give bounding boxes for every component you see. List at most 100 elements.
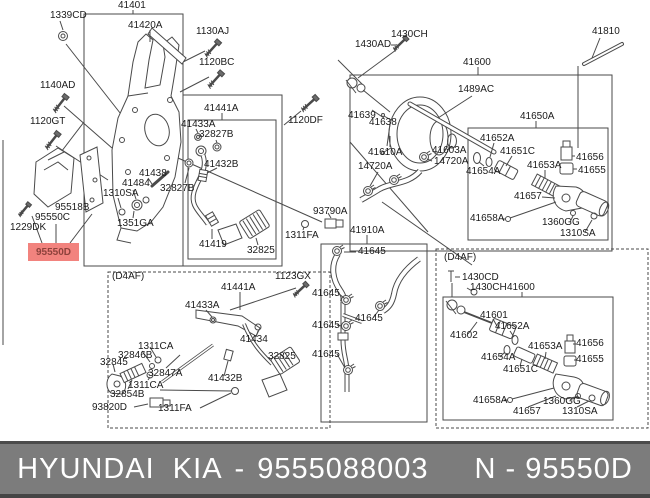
part-label-41645: 41645 bbox=[358, 246, 386, 257]
part-label-41645: 41645 bbox=[312, 288, 340, 299]
part-label-1120bc: 1120BC bbox=[199, 57, 235, 68]
box-41600-d4af bbox=[443, 297, 613, 420]
banner-separator: - bbox=[234, 452, 246, 485]
master-cyl-parts-drawing bbox=[474, 141, 611, 232]
diagram-artwork bbox=[0, 0, 650, 441]
part-label-32847a: 32847A bbox=[148, 368, 183, 379]
middle-hardware-drawing bbox=[118, 172, 168, 218]
part-label-41438: 41438 bbox=[139, 168, 167, 179]
part-label-93820d: 93820D bbox=[92, 402, 128, 413]
part-label-32846b: 32846B bbox=[118, 350, 153, 361]
part-label-41651c: 41651C bbox=[503, 364, 539, 375]
part-label-41602: 41602 bbox=[450, 330, 478, 341]
part-label-1140ad: 1140AD bbox=[40, 80, 76, 91]
part-label-41434: 41434 bbox=[240, 334, 268, 345]
part-label-41645: 41645 bbox=[312, 349, 340, 360]
part-label-1489ac: 1489AC bbox=[458, 84, 495, 95]
part-label-41432b: 41432B bbox=[204, 159, 239, 170]
highlighted-part-code[interactable]: 95550D bbox=[28, 243, 79, 261]
part-label-1310sa: 1310SA bbox=[560, 228, 596, 239]
part-label-41650a: 41650A bbox=[520, 111, 555, 122]
part-label-1351ga: 1351GA bbox=[117, 218, 154, 229]
part-label-41655: 41655 bbox=[576, 354, 604, 365]
part-label-41433a: 41433A bbox=[181, 119, 216, 130]
part-label-41441a: 41441A bbox=[204, 103, 239, 114]
part-label-41653a: 41653A bbox=[528, 341, 563, 352]
part-label-41657: 41657 bbox=[514, 191, 542, 202]
hoses-drawing bbox=[333, 244, 420, 392]
stopper-bracket-drawing bbox=[16, 147, 103, 243]
leader-lines bbox=[56, 10, 600, 310]
part-label-41658a: 41658A bbox=[473, 395, 508, 406]
part-label-95550c: 95550C bbox=[35, 212, 71, 223]
part-label-41810: 41810 bbox=[592, 26, 620, 37]
banner-make: HYUNDAI KIA bbox=[17, 452, 223, 485]
booster-drawing bbox=[346, 34, 622, 200]
part-label-41654a: 41654A bbox=[466, 166, 501, 177]
part-label-32854b: 32854B bbox=[110, 389, 145, 400]
part-label-41657: 41657 bbox=[513, 406, 541, 417]
box-d4af-right bbox=[436, 249, 648, 428]
part-label-41651c: 41651C bbox=[500, 146, 536, 157]
part-label-41639: 41639 bbox=[348, 110, 376, 121]
box-41910a bbox=[321, 244, 427, 422]
part-label-41432b: 41432B bbox=[208, 373, 243, 384]
part-label-1430ad: 1430AD bbox=[355, 39, 392, 50]
part-label-1311ca: 1311CA bbox=[128, 380, 164, 391]
pedal-bracket-drawing bbox=[112, 28, 186, 243]
box-center-outer bbox=[183, 95, 282, 266]
part-label-41600: 41600 bbox=[463, 57, 491, 68]
caption-banner: HYUNDAI KIA - 9555088003 N - 95550D bbox=[0, 441, 650, 498]
part-label-41654a: 41654A bbox=[481, 352, 516, 363]
part-label-32825: 32825 bbox=[247, 245, 275, 256]
part-label-41658a: 41658A bbox=[470, 213, 505, 224]
banner-part-number: 9555088003 bbox=[257, 452, 429, 485]
part-label-41484: 41484 bbox=[122, 178, 150, 189]
part-label-1311ca: 1311CA bbox=[138, 341, 174, 352]
part-label-1130aj: 1130AJ bbox=[196, 26, 230, 37]
part-label-41656: 41656 bbox=[576, 152, 604, 163]
part-label-1311fa: 1311FA bbox=[158, 403, 192, 414]
part-label-41433a: 41433A bbox=[185, 300, 220, 311]
part-label-32845: 32845 bbox=[100, 357, 128, 368]
part-label-1339cd: 1339CD bbox=[50, 10, 87, 21]
part-label-41645: 41645 bbox=[355, 313, 383, 324]
part-label-1120df: 1120DF bbox=[288, 115, 323, 126]
banner-reference: N - 95550D bbox=[474, 452, 633, 485]
part-label-41652a: 41652A bbox=[495, 321, 530, 332]
part-label-41645: 41645 bbox=[312, 320, 340, 331]
part-label-41420a: 41420A bbox=[128, 20, 163, 31]
part-label-1360gg: 1360GG bbox=[543, 396, 581, 407]
part-label-32827b: 32827B bbox=[199, 129, 234, 140]
part-label-93790a: 93790A bbox=[313, 206, 348, 217]
part-label-32827b: 32827B bbox=[160, 183, 195, 194]
part-label-41601: 41601 bbox=[480, 310, 508, 321]
clutch-pedal-d4af-drawing bbox=[107, 280, 311, 408]
part-label-14720a: 14720A bbox=[434, 156, 469, 167]
part-label-41638: 41638 bbox=[369, 117, 397, 128]
part-label-1430cd: 1430CD bbox=[462, 272, 499, 283]
part-label-1120gt: 1120GT bbox=[30, 116, 66, 127]
box-41441a bbox=[188, 120, 276, 259]
part-label-41610a: 41610A bbox=[368, 147, 403, 158]
part-label-41419: 41419 bbox=[199, 239, 227, 250]
box-d4af-center bbox=[108, 272, 330, 428]
part-label-1311fa: 1311FA bbox=[285, 230, 319, 241]
clutch-master-d4af-drawing bbox=[446, 271, 611, 407]
part-label-32825: 32825 bbox=[268, 351, 296, 362]
box-41650a bbox=[468, 128, 608, 240]
part-label-41603a: 41603A bbox=[432, 145, 467, 156]
part-label-d4af: (D4AF) bbox=[444, 252, 477, 263]
parts-diagram: 1339CD 41401 41420A 1130AJ 1120BC 1140AD 1120G… bbox=[0, 0, 650, 441]
box-41600 bbox=[350, 75, 612, 251]
section-boxes bbox=[3, 14, 648, 428]
part-label-14720a: 14720A bbox=[358, 161, 393, 172]
part-label-1430ch: 1430CH bbox=[470, 282, 507, 293]
part-label-95518b: 95518B bbox=[55, 202, 90, 213]
part-label-d4af: (D4AF) bbox=[112, 271, 145, 282]
part-label-41401: 41401 bbox=[118, 0, 146, 11]
part-label-1310sa: 1310SA bbox=[562, 406, 598, 417]
part-label-1360gg: 1360GG bbox=[542, 217, 580, 228]
part-label-41652a: 41652A bbox=[480, 133, 515, 144]
part-label-1310sa: 1310SA bbox=[103, 188, 139, 199]
